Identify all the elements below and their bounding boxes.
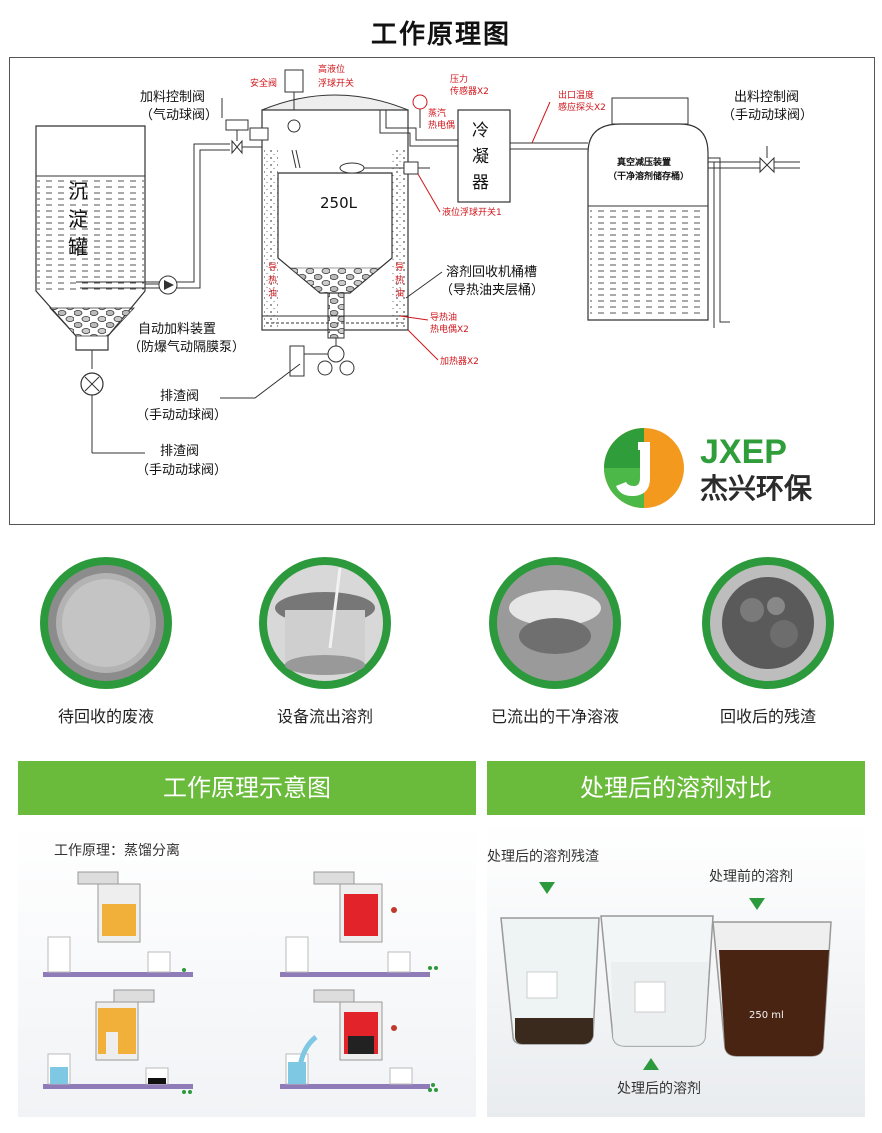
panel-title-comparison: 处理后的溶剂对比 bbox=[487, 761, 865, 815]
storage-label-2: （干净溶剂储存桶） bbox=[608, 170, 689, 182]
steam-thermocouple-label-2: 热电偶 bbox=[428, 119, 455, 131]
step-3 bbox=[43, 989, 193, 1094]
photo-residue bbox=[702, 557, 834, 689]
high-level-switch-label-1: 高液位 bbox=[318, 63, 345, 75]
photo-caption-1: 待回收的废液 bbox=[57, 707, 154, 726]
condenser-label-2: 凝 bbox=[472, 147, 489, 167]
feed-pipe: 加料控制阀 （气动球阀） bbox=[76, 90, 262, 295]
settling-tank: 沉 淀 罐 bbox=[35, 125, 146, 454]
level-switch-label: 液位浮球开关1 bbox=[442, 206, 502, 218]
discharge-valve-label: 出料控制阀 bbox=[734, 90, 799, 105]
beaker-clean bbox=[600, 915, 714, 1047]
before-label: 处理前的溶剂 bbox=[709, 869, 793, 885]
residue-label: 处理后的溶剂残渣 bbox=[487, 849, 599, 865]
feed-valve-type-label: （气动球阀） bbox=[140, 107, 218, 123]
beaker-before: 250 ml bbox=[712, 921, 832, 1057]
recovery-tank-label-2: （导热油夹层桶） bbox=[440, 283, 544, 298]
settling-tank-label-3: 罐 bbox=[68, 235, 88, 259]
beakers-illustration: 250 ml bbox=[500, 882, 832, 1070]
discharge-valve-type-label: （手动动球阀） bbox=[722, 108, 813, 123]
feed-valve-label: 加料控制阀 bbox=[140, 90, 205, 105]
heat-oil-left-3: 油 bbox=[268, 287, 277, 299]
beaker-mark: 250 ml bbox=[749, 1010, 784, 1021]
high-level-switch-label-2: 浮球开关 bbox=[318, 77, 354, 89]
auto-feed-label-2: （防爆气动隔膜泵） bbox=[128, 339, 245, 355]
heater-label: 加热器X2 bbox=[440, 355, 479, 367]
steam-thermocouple-label-1: 蒸汽 bbox=[428, 107, 446, 119]
page-title: 工作原理图 bbox=[370, 20, 511, 50]
after-arrow-icon bbox=[643, 1058, 659, 1070]
residue-arrow-icon bbox=[539, 882, 555, 894]
photo-waste-liquid bbox=[40, 557, 172, 689]
auto-feed-label-1: 自动加料装置 bbox=[138, 322, 216, 337]
principle-subtitle: 工作原理：蒸馏分离 bbox=[54, 843, 180, 859]
drain-valve-2-label: 排渣阀 bbox=[160, 444, 199, 459]
logo-brand-cn: 杰兴环保 bbox=[700, 472, 813, 505]
settling-tank-label-2: 淀 bbox=[68, 207, 88, 231]
photo-solvent-output bbox=[259, 557, 391, 689]
heat-oil-left-2: 热 bbox=[268, 274, 277, 286]
beaker-residue bbox=[500, 917, 600, 1045]
photo-caption-3: 已流出的干净溶液 bbox=[490, 707, 619, 726]
comparison-panel: 处理后的溶剂残渣 处理前的溶剂 处理后的溶剂 250 ml bbox=[487, 822, 865, 1117]
volume-label: 250L bbox=[320, 194, 358, 212]
after-label: 处理后的溶剂 bbox=[617, 1081, 701, 1097]
principle-panel: 工作原理：蒸馏分离 bbox=[18, 822, 476, 1117]
condenser: 冷 凝 器 bbox=[457, 109, 588, 203]
heat-oil-right-2: 热 bbox=[395, 274, 404, 286]
safety-valve-label: 安全阀 bbox=[250, 77, 277, 89]
drain-valve-1-label: 排渣阀 bbox=[160, 389, 199, 404]
drain-valve-1-type-label: （手动动球阀） bbox=[136, 408, 227, 423]
oil-thermocouple-label-1: 导热油 bbox=[430, 311, 457, 323]
storage-tank: 真空减压装置 （干净溶剂储存桶） 出料控制阀 （手动动球阀） bbox=[587, 90, 813, 328]
heat-oil-left-1: 导 bbox=[268, 262, 277, 273]
step-2 bbox=[280, 871, 438, 977]
outlet-temp-label-1: 出口温度 bbox=[558, 89, 594, 101]
condenser-label-3: 器 bbox=[472, 173, 489, 193]
principle-illustration bbox=[43, 871, 438, 1094]
step-4 bbox=[280, 989, 438, 1092]
storage-label-1: 真空减压装置 bbox=[617, 156, 671, 168]
logo-brand-en: JXEP bbox=[700, 433, 787, 471]
discharge-valve-icon bbox=[759, 156, 775, 174]
drain-valve-2-type-label: （手动动球阀） bbox=[136, 463, 227, 478]
heat-oil-right-1: 导 bbox=[395, 262, 404, 273]
company-logo: JXEP 杰兴环保 bbox=[604, 428, 813, 508]
photo-caption-4: 回收后的残渣 bbox=[719, 707, 816, 726]
heat-oil-right-3: 油 bbox=[395, 287, 404, 299]
outlet-temp-label-2: 感应探头X2 bbox=[558, 101, 606, 113]
photo-row-svg bbox=[40, 557, 834, 689]
step-1 bbox=[43, 871, 193, 977]
pressure-sensor-label-2: 传感器X2 bbox=[450, 85, 489, 97]
panel-title-principle: 工作原理示意图 bbox=[18, 761, 476, 815]
process-diagram: 沉 淀 罐 加料控制阀 （气动球阀） bbox=[9, 57, 875, 525]
recovery-tank: 250L 导 热 油 导 热 油 bbox=[220, 69, 458, 399]
recovery-tank-label-1: 溶剂回收机桶槽 bbox=[446, 265, 537, 280]
before-arrow-icon bbox=[749, 898, 765, 910]
photo-row: 待回收的废液 设备流出溶剂 已流出的干净溶液 回收后的残渣 bbox=[0, 548, 882, 738]
photo-clean-solvent bbox=[489, 557, 621, 689]
tank-drain-valve-icon bbox=[327, 345, 345, 363]
feed-valve-icon bbox=[231, 139, 243, 155]
photo-caption-2: 设备流出溶剂 bbox=[276, 707, 373, 726]
oil-thermocouple-label-2: 热电偶X2 bbox=[430, 323, 469, 335]
process-diagram-svg: 沉 淀 罐 加料控制阀 （气动球阀） bbox=[35, 63, 813, 508]
condenser-label-1: 冷 bbox=[472, 121, 489, 141]
pressure-sensor-label-1: 压力 bbox=[450, 73, 468, 85]
settling-tank-label-1: 沉 bbox=[68, 179, 88, 203]
